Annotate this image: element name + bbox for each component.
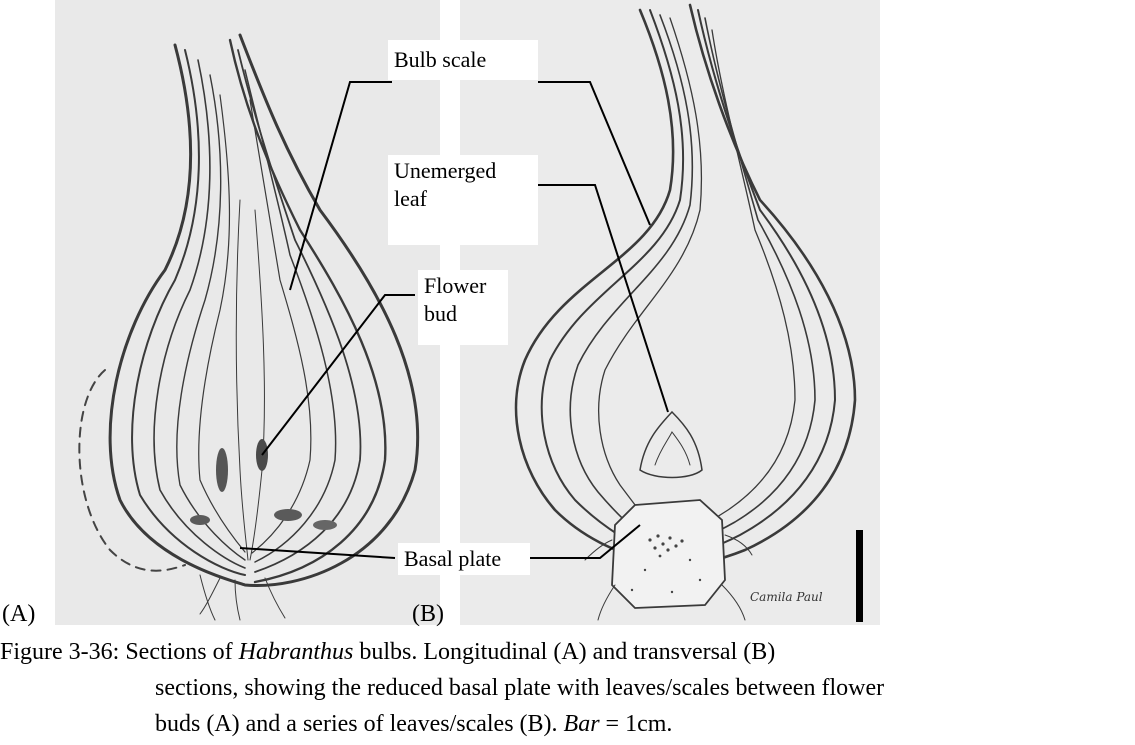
- caption-line2: sections, showing the reduced basal plat…: [0, 670, 1130, 706]
- caption-line1-rest: bulbs. Longitudinal (A) and transversal …: [353, 639, 775, 665]
- panel-b-label: (B): [412, 602, 444, 626]
- label-unemerged-leaf-line2: leaf: [394, 185, 532, 213]
- artist-signature: Camila Paul: [750, 590, 823, 604]
- label-unemerged-leaf: Unemerged leaf: [388, 155, 538, 245]
- label-basal-plate-text: Basal plate: [404, 546, 501, 571]
- panel-a-label: (A): [2, 602, 35, 626]
- figure-caption: Figure 3-36: Sections of Habranthus bulb…: [0, 634, 1130, 742]
- label-basal-plate: Basal plate: [398, 543, 530, 575]
- label-unemerged-leaf-line1: Unemerged: [394, 157, 532, 185]
- label-bulb-scale-text: Bulb scale: [394, 47, 486, 72]
- scale-bar: [856, 530, 863, 622]
- caption-bar-word: Bar: [564, 711, 600, 737]
- caption-prefix: Figure 3-36: Sections of: [0, 639, 239, 665]
- caption-bar-value: = 1cm.: [600, 711, 673, 737]
- label-flower-bud-line2: bud: [424, 300, 502, 328]
- label-flower-bud: Flower bud: [418, 270, 508, 345]
- bulb-illustration: [0, 0, 1135, 630]
- caption-genus: Habranthus: [239, 639, 354, 665]
- label-flower-bud-line1: Flower: [424, 272, 502, 300]
- caption-line3-start: buds (A) and a series of leaves/scales (…: [155, 711, 564, 737]
- label-bulb-scale: Bulb scale: [388, 40, 538, 80]
- caption-line3: buds (A) and a series of leaves/scales (…: [0, 706, 1130, 742]
